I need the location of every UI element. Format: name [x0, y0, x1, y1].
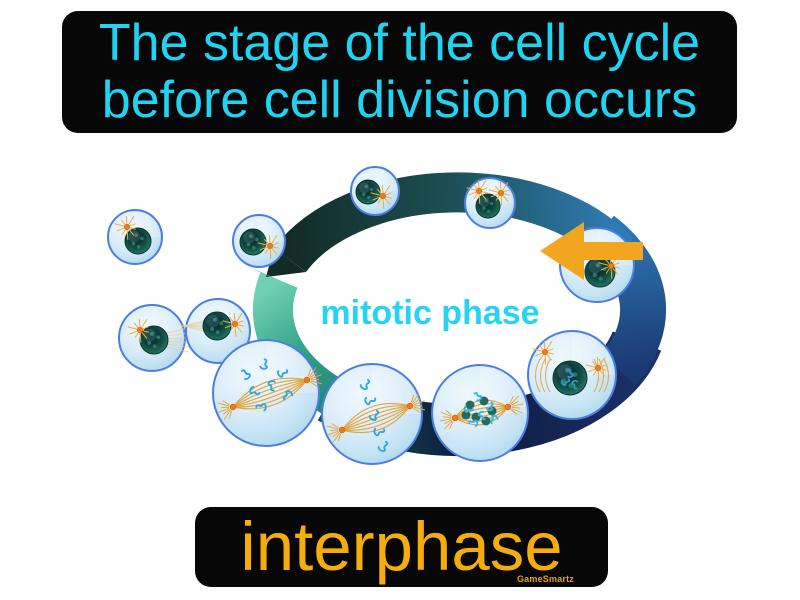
- cell-interphase-top-1: [350, 166, 400, 216]
- definition-line-2: before cell division occurs: [101, 71, 698, 129]
- watermark: GameSmartz: [516, 574, 574, 584]
- cell-prophase-top: [464, 177, 516, 229]
- term-text: interphase: [240, 508, 563, 585]
- definition-banner: The stage of the cell cycle before cell …: [62, 11, 737, 133]
- arrow-left-icon: [540, 222, 643, 280]
- definition-line-1: The stage of the cell cycle: [98, 14, 701, 72]
- cell-prophase-a: [118, 304, 191, 372]
- term-banner: interphase GameSmartz: [195, 507, 608, 587]
- cell-prophase-b: [180, 298, 251, 364]
- cell-metaphase: [321, 363, 426, 465]
- cell-prometaphase: [212, 339, 323, 447]
- cell-anaphase: [431, 364, 529, 462]
- mitotic-phase-label: mitotic phase: [320, 294, 540, 332]
- cell-interphase-left: [107, 209, 163, 265]
- cell-interphase-2: [232, 214, 286, 268]
- cell-telophase: [527, 330, 617, 420]
